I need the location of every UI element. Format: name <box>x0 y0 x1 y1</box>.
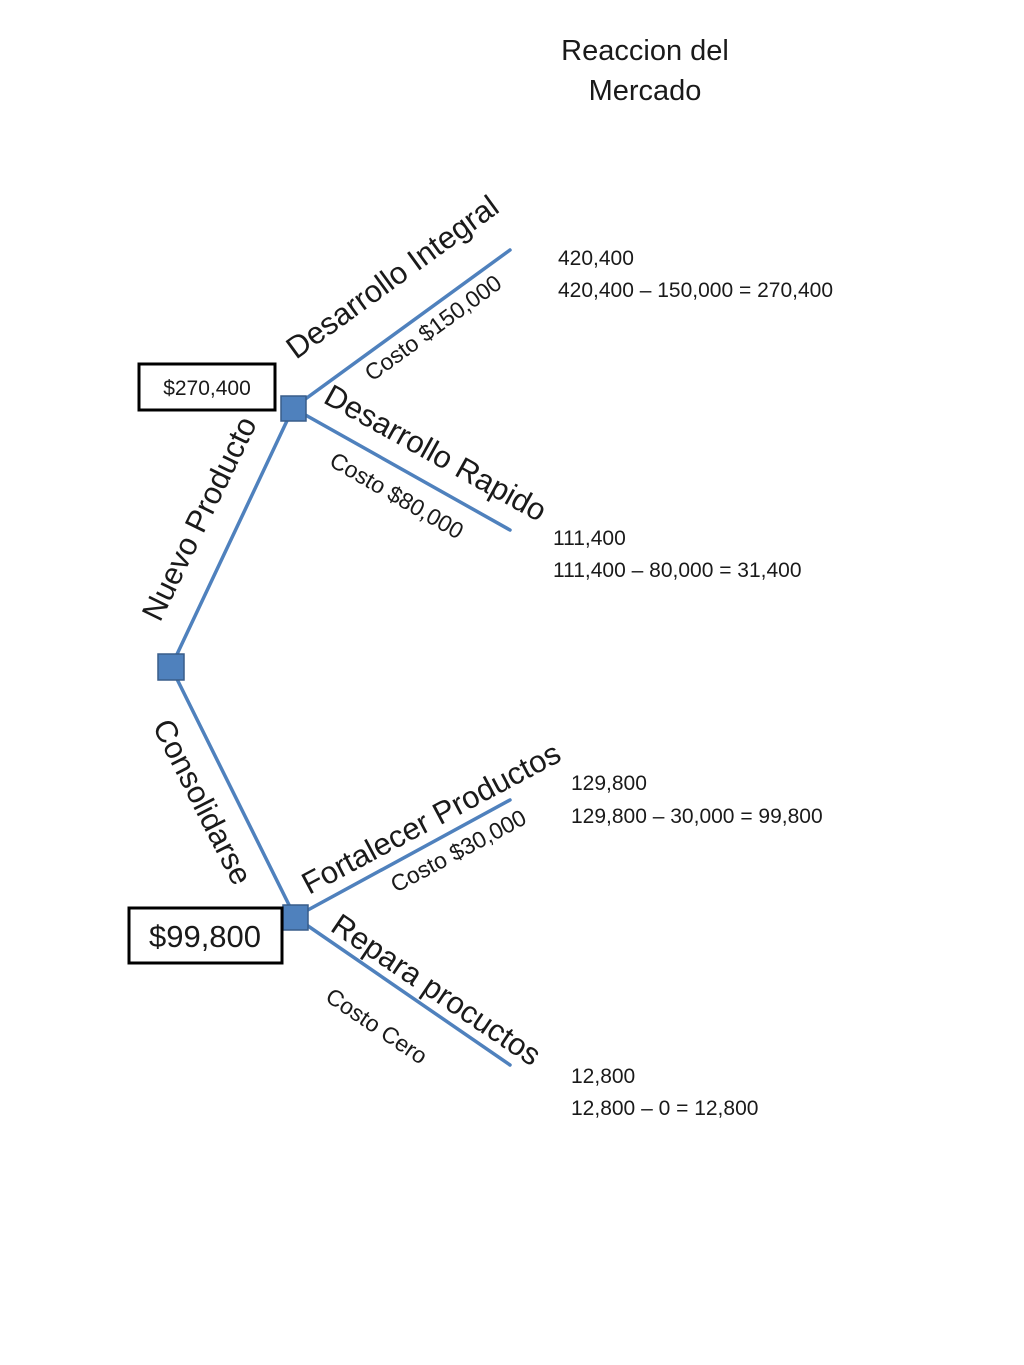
branch-desarrollo-rapido <box>291 406 512 532</box>
branch-fortalecer-productos <box>293 798 512 919</box>
nuevo-producto-decision-node <box>280 395 307 422</box>
outcome-repara-productos-value: 12,800 <box>571 1065 635 1088</box>
branch-nuevo-producto <box>169 406 295 669</box>
branch-repara-productos <box>293 915 512 1067</box>
outcome-desarrollo-rapido-value: 111,400 <box>553 527 626 550</box>
node-value-nuevo-producto: $270,400 <box>163 377 251 400</box>
root-decision-node <box>157 653 185 681</box>
branch-consolidarse <box>169 665 297 919</box>
outcome-desarrollo-integral-value: 420,400 <box>558 247 634 270</box>
consolidarse-decision-node <box>282 904 309 931</box>
diagram-title-line2: Mercado <box>589 75 702 107</box>
branch-label-nuevo-producto: Nuevo Producto <box>135 411 264 626</box>
branch-label-repara-productos: Repara procuctos <box>325 907 547 1073</box>
outcome-fortalecer-productos-value: 129,800 <box>571 772 647 795</box>
node-value-box-consolidarse: $99,800 <box>127 906 284 965</box>
outcome-fortalecer-productos-calc: 129,800 – 30,000 = 99,800 <box>571 805 823 828</box>
outcome-desarrollo-integral-calc: 420,400 – 150,000 = 270,400 <box>558 279 833 302</box>
node-value-box-nuevo-producto: $270,400 <box>137 362 277 412</box>
branch-label-consolidarse: Consolidarse <box>146 713 259 890</box>
outcome-desarrollo-rapido-calc: 111,400 – 80,000 = 31,400 <box>553 559 802 582</box>
branch-desarrollo-integral <box>291 248 512 410</box>
outcome-repara-productos-calc: 12,800 – 0 = 12,800 <box>571 1097 758 1120</box>
node-value-consolidarse: $99,800 <box>149 919 261 954</box>
diagram-title-line1: Reaccion del <box>561 35 729 67</box>
